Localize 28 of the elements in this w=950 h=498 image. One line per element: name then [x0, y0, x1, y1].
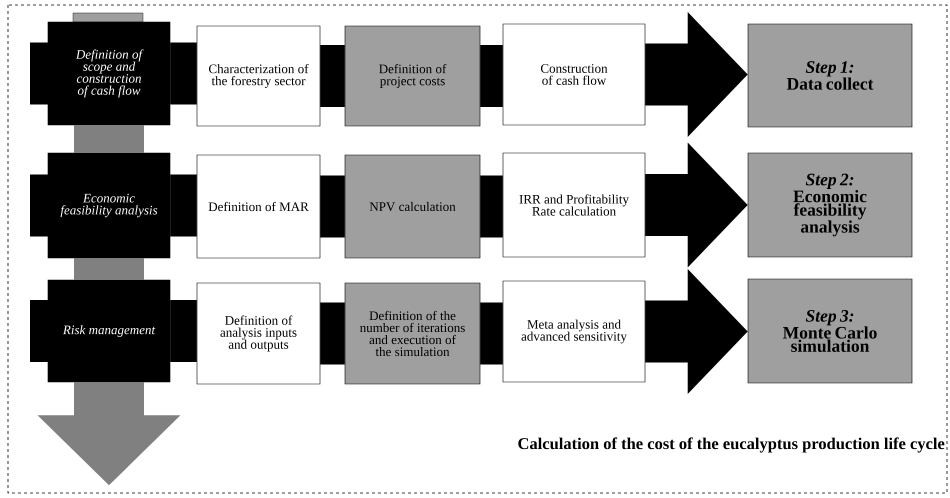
block-arrow [74, 258, 144, 280]
block-arrow [645, 142, 748, 268]
step-box: Step 1: Data collect [748, 24, 912, 128]
process-box: Definition of the number of iterations and execution of the simulation [344, 282, 480, 384]
step-box: Step 2: Economic feasibility analysis [748, 152, 912, 258]
process-box: IRR and Profitability Rate calculation [502, 152, 646, 258]
block-arrow [480, 176, 503, 238]
block-arrow [645, 269, 748, 394]
block-arrow [320, 176, 345, 238]
block-arrow [38, 382, 180, 486]
block-arrow [170, 174, 197, 236]
block-arrow [645, 12, 748, 137]
process-box: Meta analysis and advanced sensitivity [502, 280, 646, 382]
process-box: Definition of analysis inputs and outputs [196, 282, 320, 384]
block-arrow [320, 45, 345, 107]
block-arrow [170, 300, 197, 362]
process-box: Definition of MAR [196, 154, 320, 258]
caption: Calculation of the cost of the eucalyptus production life cycle [518, 437, 944, 453]
block-arrow [170, 42, 197, 104]
process-box: Definition of project costs [344, 26, 480, 126]
block-arrow [74, 125, 144, 153]
process-box: NPV calculation [344, 154, 480, 258]
step-box: Step 3: Monte Carlo simulation [748, 278, 912, 384]
block-arrow [320, 302, 345, 364]
process-box: Characterization of the forestry sector [196, 26, 320, 126]
process-box: Construction of cash flow [502, 24, 646, 126]
block-arrow [480, 45, 503, 107]
block-arrow [480, 302, 503, 364]
